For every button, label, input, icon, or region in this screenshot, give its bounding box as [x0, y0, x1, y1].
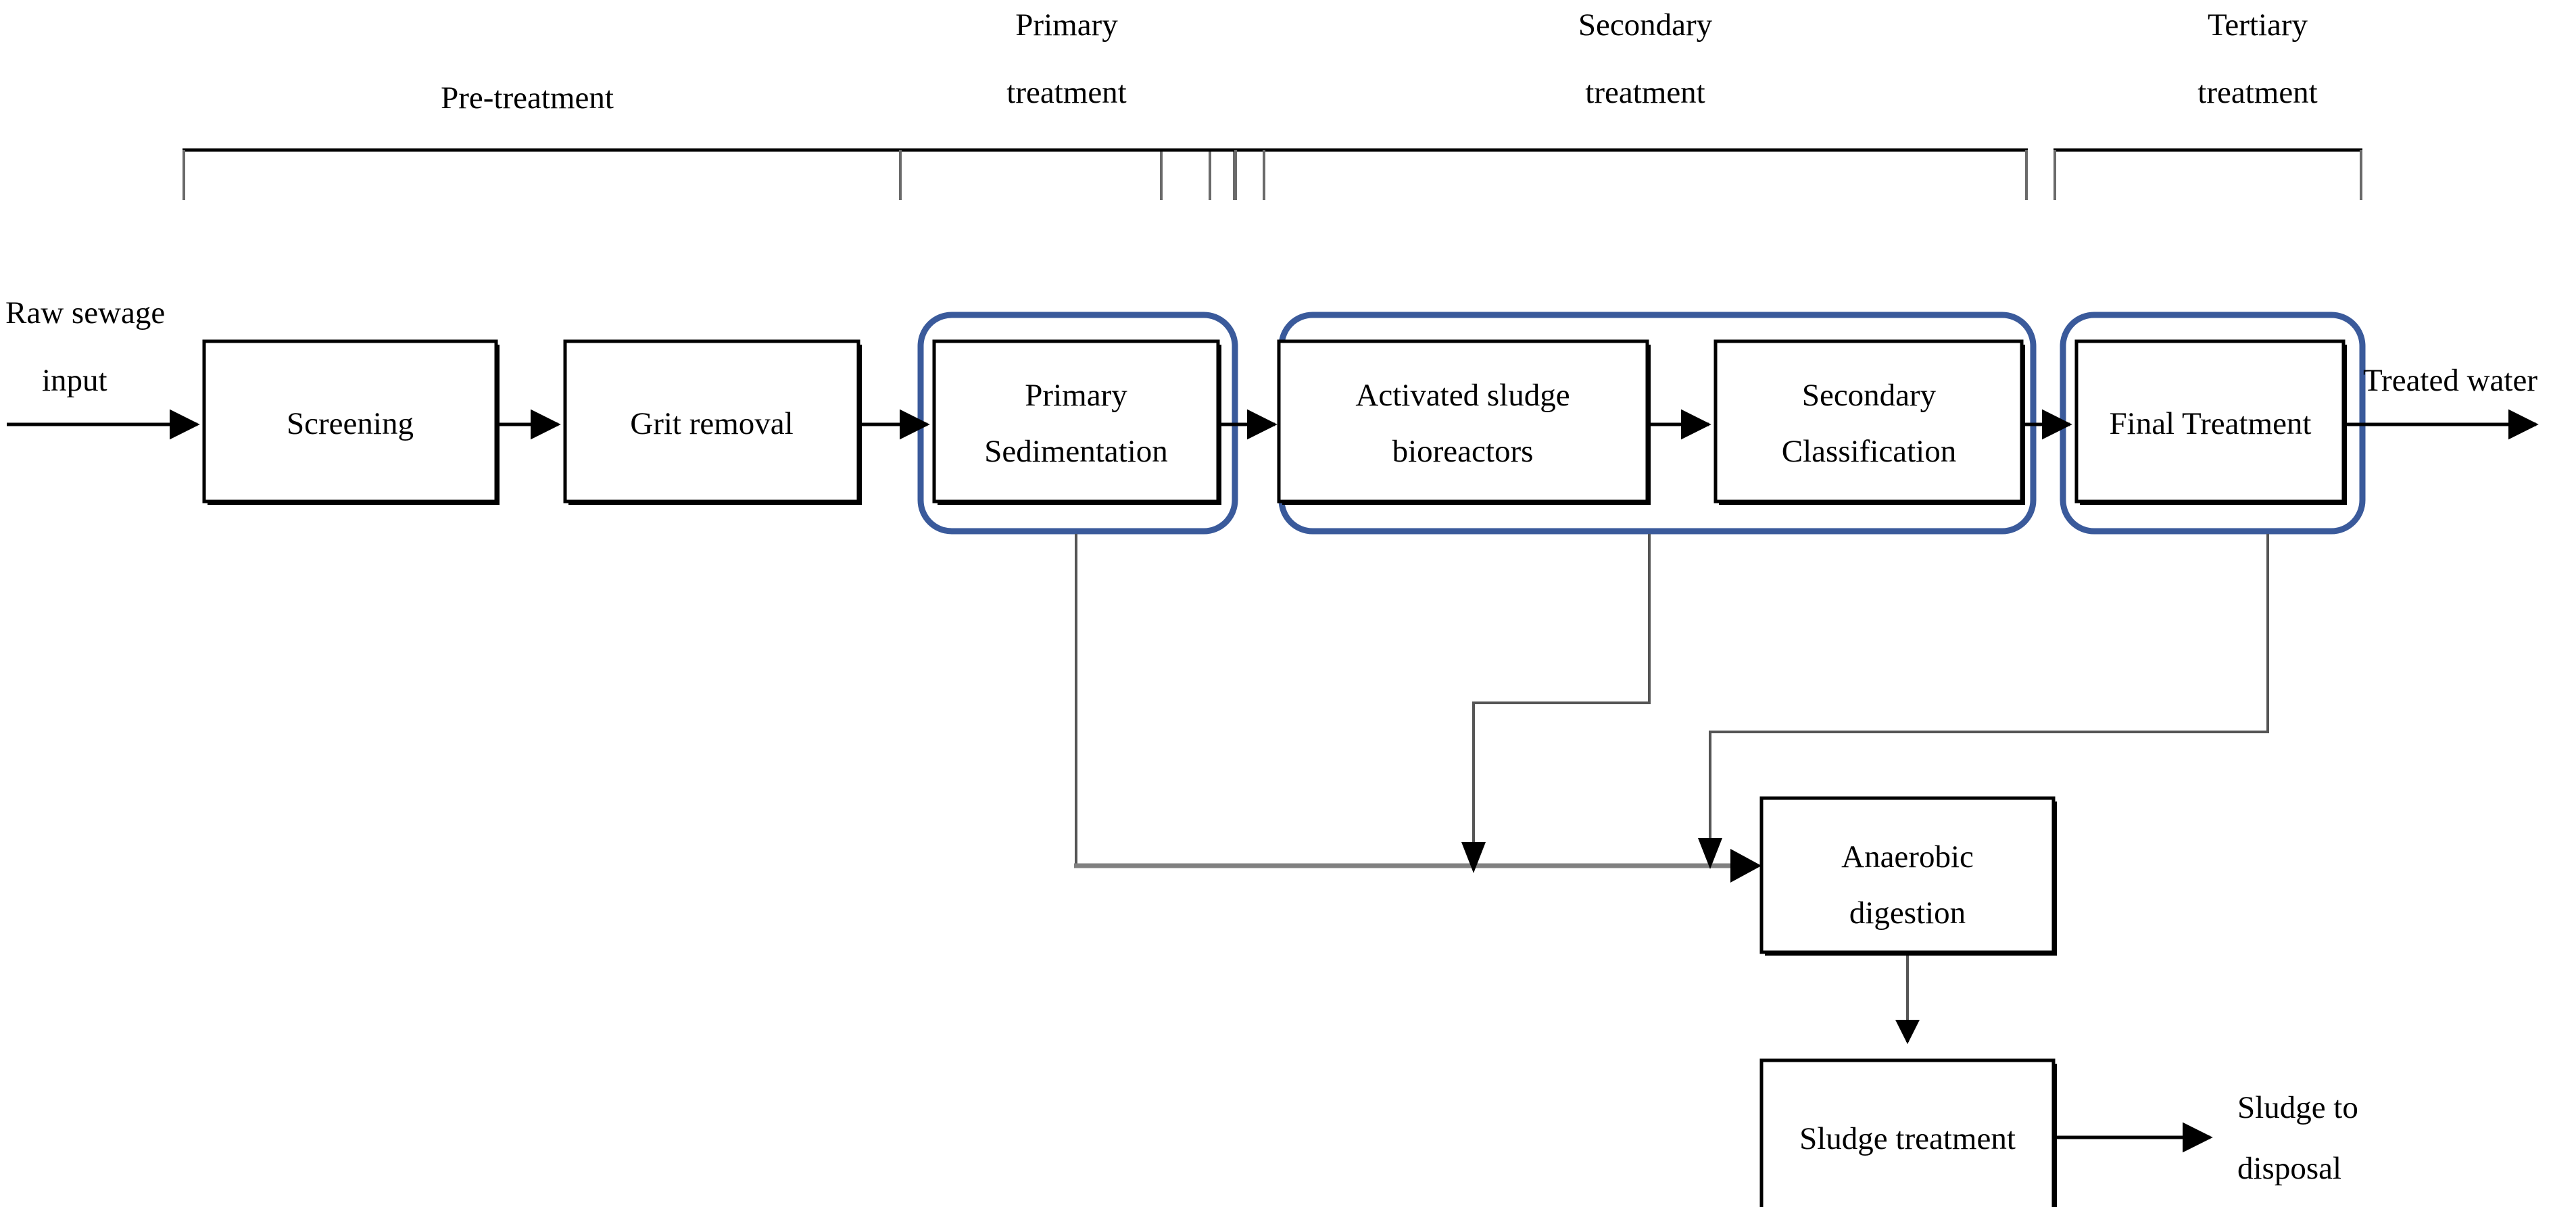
process-box-final-treatment-label: Final Treatment	[2110, 406, 2312, 441]
process-box-activated-sludge-bioreactors[interactable]: Activated sludge bioreactors	[1277, 339, 1651, 505]
process-box-anaerobic-digestion-label-line2: digestion	[1849, 895, 1966, 931]
process-box-bioreactors-label-line1: Activated sludge	[1355, 378, 1570, 413]
sludge-to-disposal-label-line2: disposal	[2237, 1151, 2341, 1186]
process-box-secondary-classification-label-line1: Secondary	[1802, 378, 1937, 413]
process-box-grit-removal-label: Grit removal	[630, 406, 793, 441]
process-box-anaerobic-digestion-label-line1: Anaerobic	[1841, 839, 1974, 875]
treated-water-label: Treated water	[2363, 363, 2537, 398]
process-box-anaerobic-digestion[interactable]: Anaerobic digestion	[1759, 796, 2057, 956]
stage-label-primary-treatment-line1: Primary	[1015, 7, 1118, 43]
sludge-to-disposal-label-line1: Sludge to	[2237, 1090, 2358, 1125]
process-box-primary-sedimentation[interactable]: Primary Sedimentation	[932, 339, 1221, 505]
stage-label-tertiary-treatment-line1: Tertiary	[2208, 7, 2308, 43]
process-box-screening[interactable]: Screening	[202, 339, 500, 505]
stage-bracket-secondary-treatment	[1263, 148, 2028, 200]
raw-sewage-input-label-line2: input	[42, 363, 107, 398]
process-box-final-treatment[interactable]: Final Treatment	[2074, 339, 2347, 505]
stage-label-pre-treatment: Pre-treatment	[441, 80, 614, 116]
process-box-secondary-classification[interactable]: Secondary Classification	[1714, 339, 2025, 505]
stage-bracket-tertiary-treatment	[2053, 148, 2362, 200]
stage-bracket-primary-treatment	[1209, 148, 1912, 200]
arrowhead-final-sludge	[1698, 838, 1722, 869]
stage-label-tertiary-treatment-line2: treatment	[2197, 75, 2317, 110]
process-box-sludge-treatment-label: Sludge treatment	[1799, 1121, 2016, 1156]
sludge-line-secondary-drop	[1472, 534, 1651, 850]
stage-label-secondary-treatment-line2: treatment	[1585, 75, 1705, 110]
process-box-grit-removal[interactable]: Grit removal	[563, 339, 862, 505]
process-box-primary-sedimentation-label-line2: Sedimentation	[984, 434, 1168, 469]
process-box-screening-label: Screening	[287, 406, 414, 441]
stage-label-secondary-treatment-line1: Secondary	[1578, 7, 1713, 43]
stage-bracket-pre-treatment	[183, 148, 1163, 200]
stage-label-primary-treatment-line2: treatment	[1006, 75, 1126, 110]
process-box-bioreactors-label-line2: bioreactors	[1392, 434, 1534, 469]
arrowhead-secondary-sludge	[1461, 842, 1486, 873]
process-box-sludge-treatment[interactable]: Sludge treatment	[1759, 1058, 2057, 1207]
process-box-secondary-classification-label-line2: Classification	[1782, 434, 1956, 469]
arrowhead-collector-into-anaerobic	[1730, 849, 1761, 883]
stage-bracket-primary-span	[899, 148, 1237, 200]
process-box-primary-sedimentation-label-line1: Primary	[1025, 378, 1127, 413]
sludge-line-final-drop	[1709, 534, 2269, 866]
raw-sewage-input-label-line1: Raw sewage	[5, 295, 165, 330]
